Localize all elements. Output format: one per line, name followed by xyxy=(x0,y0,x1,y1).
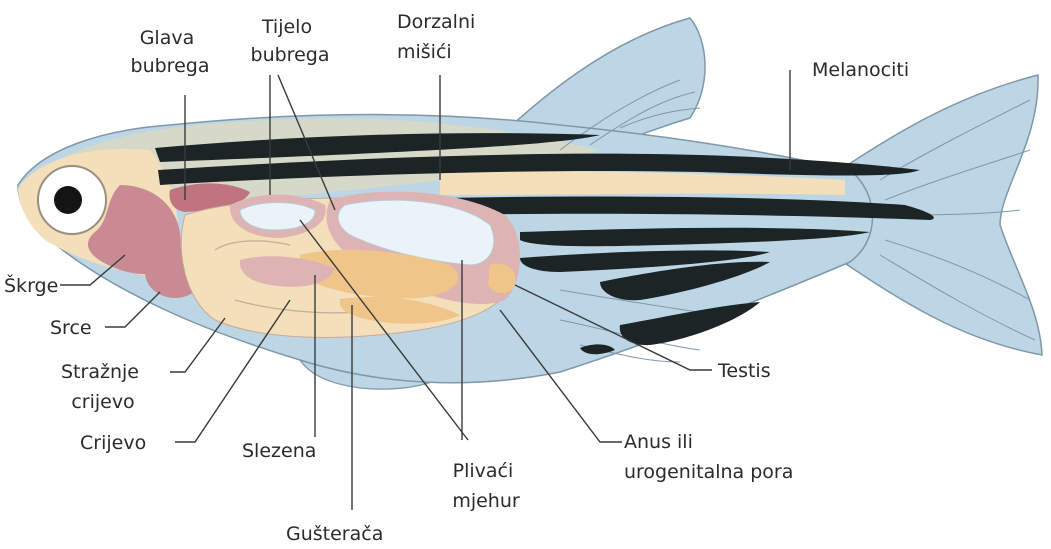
label-slezena: Slezena xyxy=(242,440,316,462)
pupil xyxy=(54,186,82,214)
label-straznje-crijevo: Stražnje crijevo xyxy=(61,361,145,413)
label-anus: Anus ili urogenitalna pora xyxy=(624,431,793,483)
label-gusteraca: Gušterača xyxy=(286,523,383,545)
label-tijelo-bubrega: Tijelo bubrega xyxy=(251,16,330,66)
label-skrge: Škrge xyxy=(4,273,58,297)
label-crijevo: Crijevo xyxy=(80,432,146,454)
label-testis: Testis xyxy=(717,360,771,382)
label-srce: Srce xyxy=(50,317,92,339)
label-melanociti: Melanociti xyxy=(812,59,909,81)
label-dorzalni-misici: Dorzalni mišići xyxy=(397,11,481,63)
label-plivaci-mjehur: Plivaći mjehur xyxy=(452,460,520,512)
label-glava-bubrega: Glava bubrega xyxy=(131,27,210,77)
